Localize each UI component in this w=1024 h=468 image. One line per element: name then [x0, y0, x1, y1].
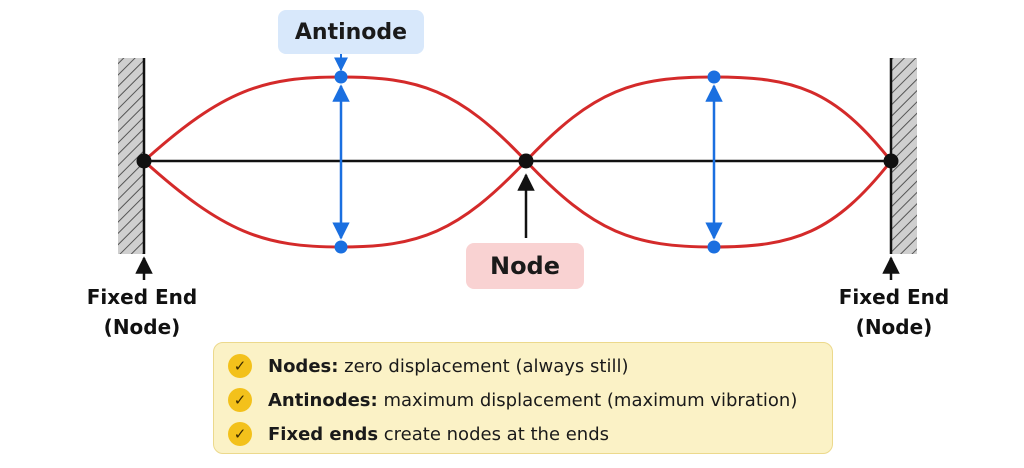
- wave-lower-curve: [142, 158, 893, 249]
- legend-term: Nodes:: [268, 355, 339, 377]
- legend-box: ✓ Nodes: zero displacement (always still…: [213, 342, 833, 454]
- check-icon: ✓: [228, 422, 252, 446]
- legend-item-fixed-ends: ✓ Fixed ends create nodes at the ends: [228, 417, 818, 451]
- antinode-2-bottom-point: [707, 240, 721, 254]
- legend-term: Antinodes:: [268, 389, 378, 411]
- fixed-end-right-line1: Fixed End: [838, 285, 950, 309]
- fixed-end-left-line2: (Node): [103, 315, 181, 339]
- legend-item-antinodes: ✓ Antinodes: maximum displacement (maxim…: [228, 383, 818, 417]
- node-left-point: [136, 153, 152, 169]
- wave-upper-curve: [142, 75, 893, 164]
- antinode-label: Antinode: [278, 10, 424, 54]
- node-right-point: [883, 153, 899, 169]
- legend-desc: create nodes at the ends: [378, 423, 610, 445]
- antinode-1-bottom-point: [334, 240, 348, 254]
- antinode-2-top-point: [707, 70, 721, 84]
- antinode-1-top-point: [334, 70, 348, 84]
- fixed-end-right-label: Fixed End (Node): [814, 282, 974, 342]
- fixed-end-right-line2: (Node): [855, 315, 933, 339]
- fixed-end-left-label: Fixed End (Node): [62, 282, 222, 342]
- node-middle-point: [518, 153, 534, 169]
- node-label: Node: [466, 243, 584, 289]
- fixed-end-left-line1: Fixed End: [86, 285, 198, 309]
- check-icon: ✓: [228, 354, 252, 378]
- legend-desc: zero displacement (always still): [338, 355, 629, 377]
- legend-item-nodes: ✓ Nodes: zero displacement (always still…: [228, 349, 818, 383]
- legend-desc: maximum displacement (maximum vibration): [377, 389, 798, 411]
- legend-term: Fixed ends: [268, 423, 379, 445]
- check-icon: ✓: [228, 388, 252, 412]
